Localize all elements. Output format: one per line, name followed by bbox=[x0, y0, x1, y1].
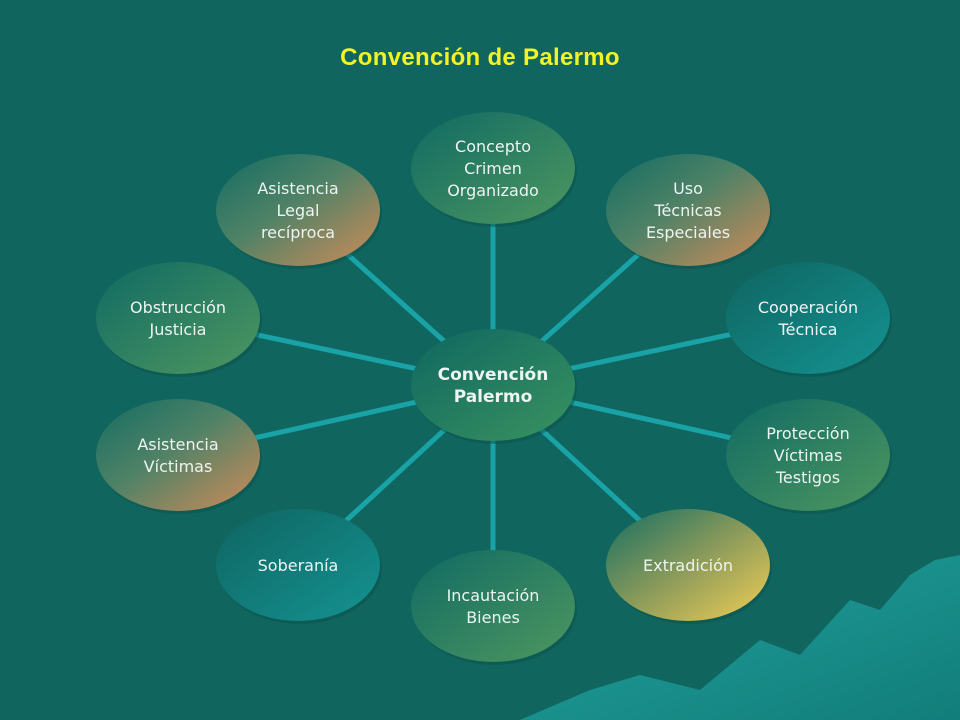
node-label: Protección bbox=[766, 424, 849, 443]
node-ellipse bbox=[411, 550, 575, 662]
node-extradicion: Extradición bbox=[606, 509, 772, 624]
node-ellipse bbox=[216, 154, 380, 266]
node-label: recíproca bbox=[261, 223, 335, 242]
node-label: Testigos bbox=[775, 468, 840, 487]
node-label: Soberanía bbox=[258, 556, 339, 575]
node-label: Bienes bbox=[466, 608, 520, 627]
node-ellipse bbox=[96, 399, 260, 511]
node-label: Técnica bbox=[778, 320, 838, 339]
node-ellipse bbox=[411, 329, 575, 441]
node-label: Cooperación bbox=[758, 298, 858, 317]
page-title: Convención de Palermo bbox=[340, 44, 620, 71]
node-label: Crimen bbox=[464, 159, 522, 178]
node-ellipse bbox=[216, 509, 380, 621]
node-label: Técnicas bbox=[653, 201, 721, 220]
node-label: Extradición bbox=[643, 556, 733, 575]
node-ellipse bbox=[96, 262, 260, 374]
node-ellipse bbox=[411, 112, 575, 224]
mountain-decoration bbox=[520, 555, 960, 720]
node-label: Incautación bbox=[447, 586, 540, 605]
node-label: Justicia bbox=[149, 320, 207, 339]
node-label: Concepto bbox=[455, 137, 531, 156]
node-ellipse bbox=[726, 262, 890, 374]
node-label: Víctimas bbox=[144, 457, 213, 476]
node-soberania: Soberanía bbox=[216, 509, 382, 624]
node-ellipse bbox=[606, 154, 770, 266]
node-ellipse bbox=[606, 509, 770, 621]
node-ellipse bbox=[726, 399, 890, 511]
node-label: Víctimas bbox=[774, 446, 843, 465]
node-label: Especiales bbox=[646, 223, 730, 242]
node-label: Obstrucción bbox=[130, 298, 226, 317]
center-label: Convención bbox=[438, 365, 549, 385]
node-label: Uso bbox=[673, 179, 703, 198]
node-label: Legal bbox=[277, 201, 320, 220]
node-label: Asistencia bbox=[137, 435, 218, 454]
center-label: Palermo bbox=[454, 387, 533, 407]
node-label: Asistencia bbox=[257, 179, 338, 198]
node-label: Organizado bbox=[447, 181, 539, 200]
